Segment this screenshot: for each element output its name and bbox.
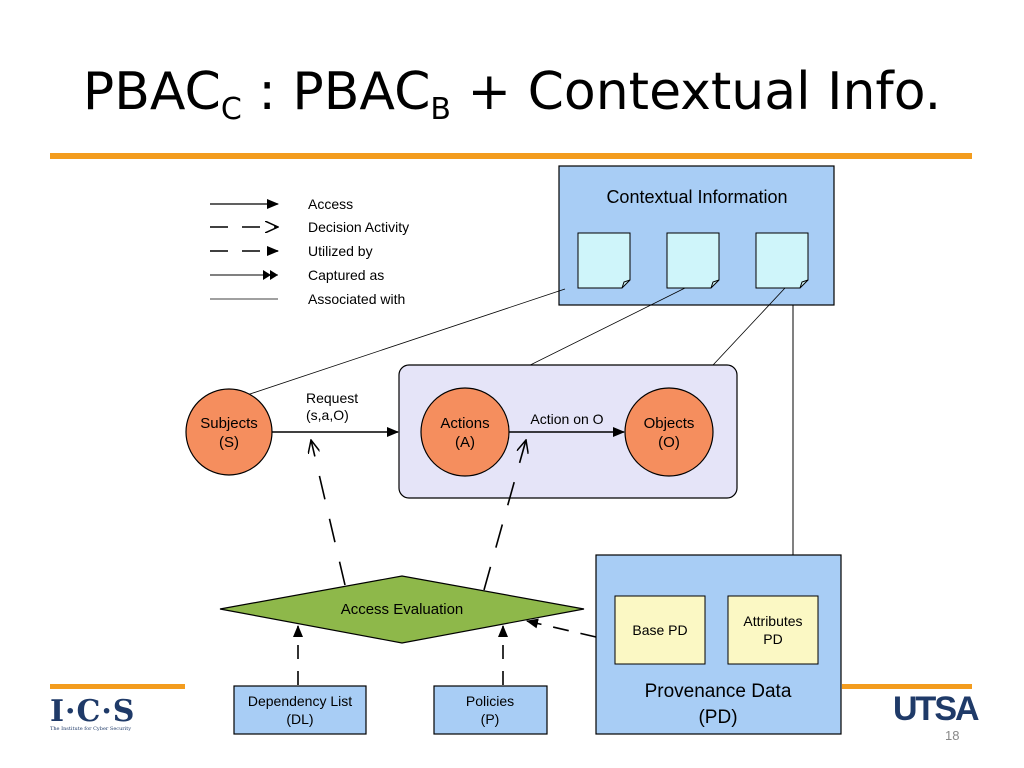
actions-node: Actions (A): [420, 387, 510, 477]
attributes-pd-box: [727, 595, 819, 665]
dependency-list-abbrev: (DL): [286, 711, 313, 727]
dependency-list-box: Dependency List (DL): [233, 685, 367, 735]
objects-node: Objects (O): [624, 387, 714, 477]
ics-logo-tagline: The Institute for Cyber Security: [50, 726, 132, 732]
subjects-label: Subjects: [200, 415, 258, 432]
policies-abbrev: (P): [481, 711, 500, 727]
attributes-pd-abbrev: PD: [763, 631, 782, 647]
action-on-o-label: Action on O: [530, 411, 603, 427]
context-doc-icon-2: [666, 232, 720, 289]
title-part: : PBAC: [241, 62, 431, 122]
objects-label: Objects: [644, 415, 695, 432]
ics-logo: I·C·S: [50, 694, 136, 729]
objects-abbrev: (O): [658, 434, 680, 451]
request-params: (s,a,O): [306, 407, 349, 423]
legend: Access Decision Activity Utilized by Cap…: [210, 196, 409, 307]
legend-captured-label: Captured as: [308, 267, 384, 283]
legend-utilized-label: Utilized by: [308, 243, 373, 259]
dependency-list-label: Dependency List: [248, 693, 352, 709]
utsa-logo: UTSA: [893, 690, 980, 728]
request-label: Request: [306, 390, 358, 406]
provenance-data-label: Provenance Data: [645, 681, 792, 702]
title-subscript: B: [430, 92, 451, 127]
actions-abbrev: (A): [455, 434, 475, 451]
policies-label: Policies: [466, 693, 514, 709]
access-evaluation-diamond: Access Evaluation: [219, 575, 585, 644]
title-part: PBAC: [82, 62, 221, 122]
subjects-node: Subjects (S): [185, 388, 273, 476]
attributes-pd-label: Attributes: [743, 613, 802, 629]
context-doc-icon-1: [577, 232, 631, 289]
assoc-line-subjects: [243, 288, 566, 397]
legend-access-label: Access: [308, 196, 353, 212]
base-pd-label: Base PD: [632, 622, 687, 638]
context-doc-icon-3: [755, 232, 809, 289]
provenance-data-abbrev: (PD): [698, 707, 737, 728]
bottom-orange-rule-right: [842, 684, 972, 689]
provenance-data-box: Base PD Attributes PD Provenance Data (P…: [595, 554, 842, 735]
legend-associated-label: Associated with: [308, 291, 405, 307]
utilized-line-pd: [526, 618, 597, 638]
page-title: PBACC : PBACB + Contextual Info.: [0, 62, 1024, 127]
page-number: 18: [945, 728, 960, 743]
title-part: + Contextual Info.: [450, 62, 942, 122]
legend-decision-label: Decision Activity: [308, 219, 409, 235]
policies-box: Policies (P): [433, 685, 548, 735]
access-evaluation-label: Access Evaluation: [341, 601, 464, 618]
title-subscript: C: [220, 92, 242, 127]
base-pd-box: [614, 595, 706, 665]
contextual-title: Contextual Information: [606, 187, 787, 207]
decision-line-request: [311, 440, 346, 586]
top-orange-rule: [50, 153, 972, 159]
bottom-orange-rule-left: [50, 684, 185, 689]
contextual-information-box: Contextual Information: [558, 165, 835, 306]
actions-label: Actions: [440, 415, 489, 432]
subjects-abbrev: (S): [219, 434, 239, 451]
